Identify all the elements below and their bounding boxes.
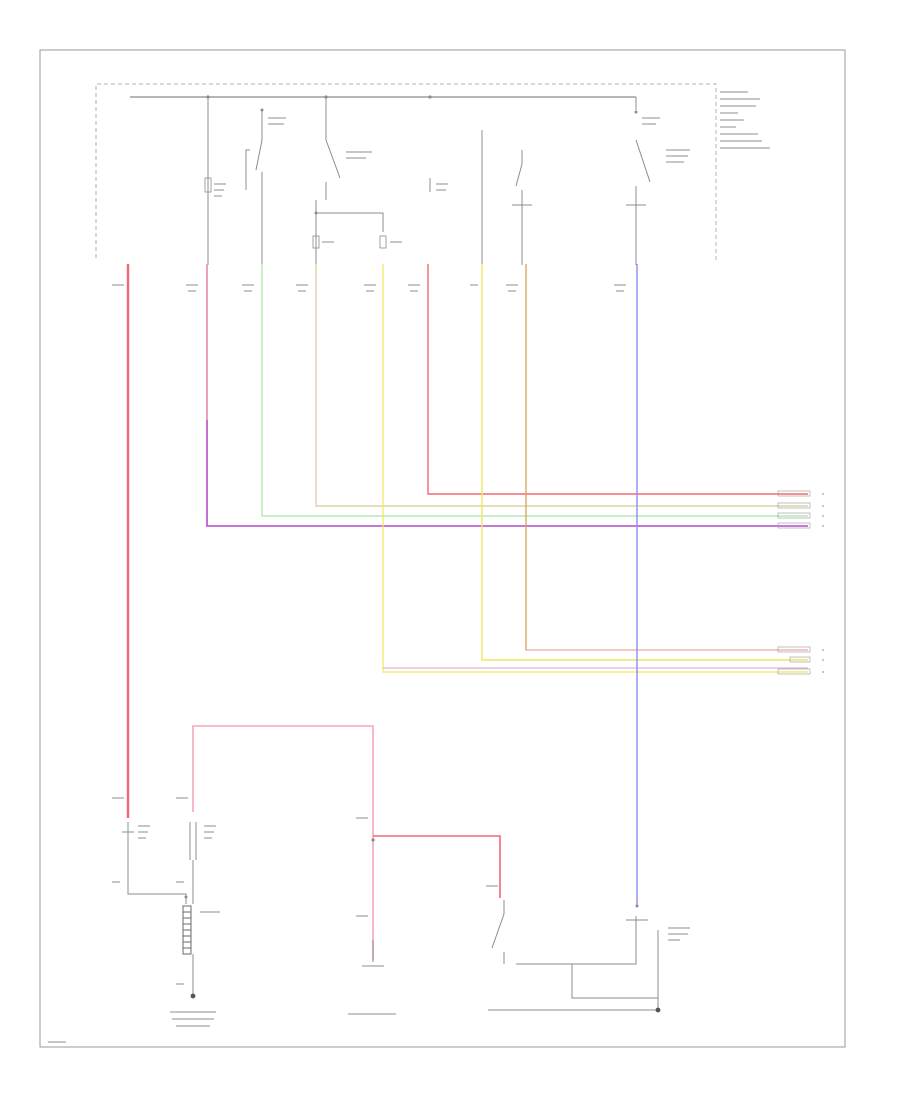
- wire-tan: [315, 264, 808, 507]
- switch-icon: [512, 150, 532, 214]
- wire-yellow-1: [382, 264, 808, 673]
- fuse-icon: [189, 822, 216, 860]
- ground-icon: [170, 993, 216, 1027]
- switch-icon: [626, 904, 690, 1010]
- ground-icon: [655, 1007, 661, 1013]
- battery-icon: [182, 905, 220, 955]
- circuit-wire: [315, 200, 384, 232]
- connector-terminals-lower: [777, 646, 824, 675]
- wire-pink-loop: [192, 725, 374, 960]
- switch-icon: [245, 108, 286, 212]
- wire-yellow-2: [481, 264, 808, 661]
- wire-red-1: [427, 264, 808, 495]
- fuse-box-legend: [720, 91, 770, 149]
- fuse-icon: [204, 177, 226, 197]
- fuse-icon: [312, 235, 402, 249]
- bus-junction: [428, 95, 432, 99]
- connector-terminals-upper: [777, 490, 824, 529]
- connector-labels: [112, 284, 626, 292]
- diagram-frame: [39, 49, 846, 1048]
- circuit-wire: [571, 964, 658, 999]
- bus-junction: [371, 838, 375, 842]
- wire-orange: [525, 264, 808, 651]
- switch-icon: [626, 110, 690, 214]
- fuse-icon: [429, 178, 448, 192]
- bus-junction: [184, 895, 188, 899]
- wire-red-alt: [373, 835, 501, 898]
- fuse-icon: [122, 822, 150, 842]
- wire-green: [261, 264, 808, 517]
- switch-icon: [325, 139, 372, 200]
- fuse-box-outline: [95, 83, 717, 262]
- connector-labels: [112, 797, 498, 985]
- switch-icon: [491, 900, 637, 965]
- circuit-wire: [127, 842, 187, 904]
- wire-violet: [206, 264, 808, 527]
- alternator-label: [348, 965, 396, 1015]
